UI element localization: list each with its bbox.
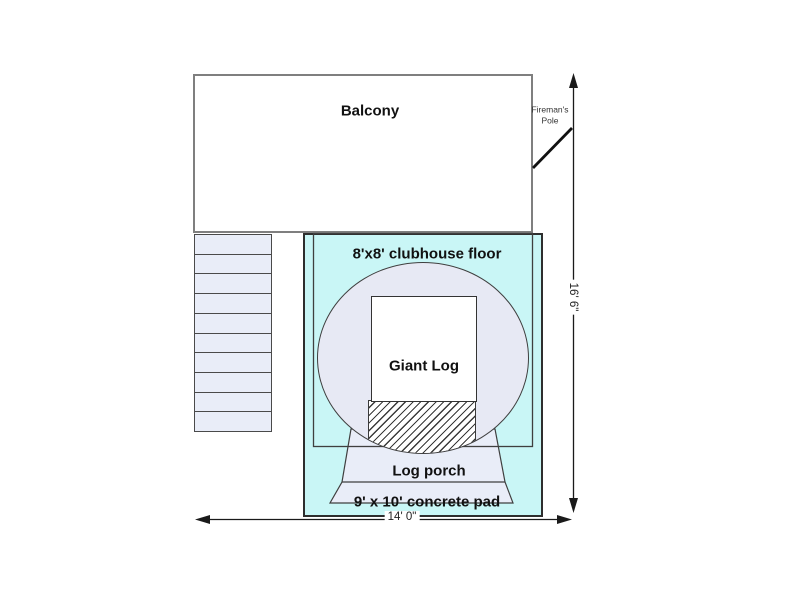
concrete-pad-label: 9' x 10' concrete pad — [353, 493, 501, 511]
stair-step — [194, 253, 272, 275]
stair-step — [194, 391, 272, 413]
stair-step — [194, 234, 272, 255]
balcony-area — [193, 74, 533, 233]
log-porch-label: Log porch — [392, 462, 466, 480]
giant-log-opening — [371, 296, 477, 402]
balcony-label: Balcony — [340, 102, 400, 120]
clubhouse-floor-label: 8'x8' clubhouse floor — [352, 245, 502, 263]
stair-step — [194, 332, 272, 354]
arrow-left-icon — [195, 515, 210, 524]
stair-step — [194, 312, 272, 334]
hatched-log-section — [368, 400, 476, 453]
stair-step — [194, 273, 272, 295]
arrow-up-icon — [569, 73, 578, 88]
width-dimension-label: 14' 0" — [384, 511, 420, 523]
arrow-right-icon — [557, 515, 572, 524]
stair-step — [194, 293, 272, 314]
firemans-pole-label: Fireman's Pole — [531, 104, 569, 126]
stair-step — [194, 352, 272, 373]
stairs — [194, 234, 272, 433]
firemans-pole-line — [531, 127, 574, 169]
arrow-down-icon — [569, 498, 578, 513]
stair-step — [194, 411, 272, 433]
height-dimension-label: 16' 6" — [567, 279, 579, 315]
stair-step — [194, 371, 272, 393]
giant-log-label: Giant Log — [389, 357, 459, 375]
